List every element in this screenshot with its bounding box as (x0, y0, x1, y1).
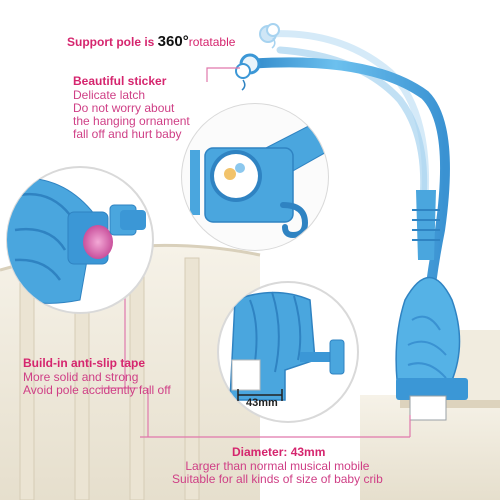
clamp-measure-label: 43mm (246, 397, 278, 409)
tape-title: Build-in anti-slip tape (23, 356, 145, 370)
headline-prefix: Support pole is (67, 35, 158, 49)
diameter-title: Diameter: 43mm (232, 445, 326, 459)
mobile-pole (239, 53, 468, 421)
sticker-line: Delicate latch (73, 88, 146, 102)
sticker-description: Delicate latch Do not worry about the ha… (73, 89, 190, 141)
sticker-line: Do not worry about (73, 101, 175, 115)
sticker-line: fall off and hurt baby (73, 127, 182, 141)
clamp-magnifier-circle (217, 281, 359, 423)
headline-suffix: rotatable (188, 35, 236, 49)
magnifier-circle-icon (181, 103, 329, 251)
headline: Support pole is 360°rotatable (67, 33, 235, 50)
diameter-line: Larger than normal musical mobile (185, 459, 370, 473)
tape-line: Avoid pole accidently fall off (23, 383, 171, 397)
tape-magnifier-circle (6, 166, 154, 314)
headline-degree: 360° (157, 33, 189, 50)
diameter-description: Larger than normal musical mobile Suitab… (172, 460, 383, 486)
sticker-title: Beautiful sticker (73, 74, 167, 88)
diameter-line: Suitable for all kinds of size of baby c… (172, 472, 383, 486)
tape-line: More solid and strong (23, 370, 139, 384)
tape-description: More solid and strong Avoid pole acciden… (23, 371, 171, 397)
sticker-line: the hanging ornament (73, 114, 190, 128)
callout-guides (100, 67, 411, 438)
